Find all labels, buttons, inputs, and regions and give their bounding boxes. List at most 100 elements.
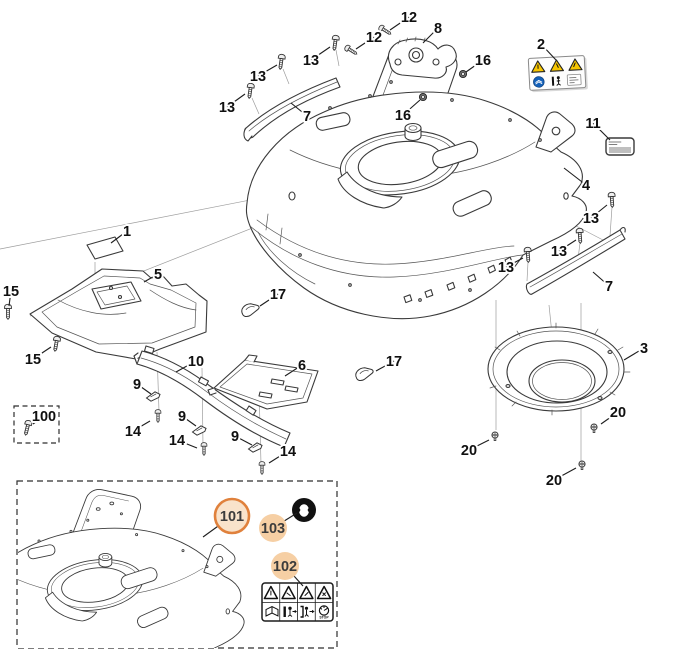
part-callout-17[interactable]: 17 [384, 352, 404, 372]
part-callout-13[interactable]: 13 [248, 67, 268, 87]
highlight-callout-101[interactable]: 101 [202, 497, 251, 538]
leader-line [422, 27, 439, 44]
part-callout-20[interactable]: 20 [459, 441, 479, 461]
highlight-circle[interactable] [213, 497, 251, 535]
leader-line [32, 346, 52, 360]
leader-line [32, 415, 45, 425]
part-callout-14[interactable]: 14 [167, 431, 187, 451]
leader-line [181, 415, 197, 427]
read-manual-icon [265, 605, 279, 617]
part-callout-12[interactable]: 12 [399, 8, 419, 28]
part-callout-13[interactable]: 13 [217, 98, 237, 118]
inset-safety-decal-102: STOP [261, 582, 334, 622]
part-callout-11[interactable]: 11 [583, 114, 602, 134]
cable-bracket-part-8 [388, 36, 457, 79]
part-callout-15[interactable]: 15 [1, 282, 21, 302]
ring-cover-part-3 [487, 322, 631, 416]
variant-housing-part-101 [18, 489, 245, 648]
leader-line [553, 467, 577, 481]
highlight-label-101[interactable]: 101 [220, 509, 244, 525]
trim-strip-part-7-right [525, 227, 626, 295]
part-callout-13[interactable]: 13 [496, 258, 516, 278]
leader-line [590, 204, 608, 219]
highlight-circle[interactable] [259, 514, 287, 542]
leader-line [284, 364, 303, 377]
leader-line [259, 293, 279, 307]
part-callout-10[interactable]: 10 [186, 352, 206, 372]
leader-line [132, 420, 151, 432]
highlight-callout-102[interactable]: 102 [271, 552, 304, 587]
variant-inset: STOP [16, 480, 338, 649]
part-callout-20[interactable]: 20 [608, 403, 628, 423]
part-callout-9[interactable]: 9 [131, 375, 143, 395]
leader-line [310, 46, 331, 61]
leader-line [623, 347, 645, 361]
leader-line [592, 122, 611, 141]
cover-plate-part-6 [207, 354, 319, 410]
part-callout-3[interactable]: 3 [638, 339, 650, 359]
leader-line [600, 411, 619, 425]
warning-triangle-icons [263, 585, 332, 600]
leader-line [355, 36, 375, 50]
part-callout-4[interactable]: 4 [580, 176, 592, 196]
leader-line [389, 16, 410, 31]
model-plate-part-11 [605, 137, 635, 156]
blade-runon-time-icon [566, 73, 582, 86]
part-callout-12[interactable]: 12 [364, 28, 384, 48]
leader-line [468, 439, 490, 451]
part-callout-7[interactable]: 7 [603, 277, 615, 297]
part-callout-1[interactable]: 1 [121, 222, 133, 242]
part-callout-13[interactable]: 13 [549, 242, 569, 262]
part-callout-8[interactable]: 8 [432, 19, 444, 39]
highlight-label-102[interactable]: 102 [273, 559, 297, 575]
part-callout-20[interactable]: 20 [544, 471, 564, 491]
leader-line [226, 93, 246, 108]
leader-line [8, 290, 12, 307]
remove-key-icon [283, 606, 298, 617]
part-callout-6[interactable]: 6 [296, 356, 308, 376]
leader-line [558, 239, 577, 252]
keep-away-ejection-icon [300, 605, 315, 618]
part-callout-5[interactable]: 5 [152, 265, 164, 285]
part-callout-14[interactable]: 14 [123, 422, 143, 442]
part-callout-13[interactable]: 13 [581, 209, 601, 229]
optional-screw-box-part-100 [13, 405, 60, 444]
safety-decal-part-2 [527, 55, 588, 93]
stop-dial-icon: STOP [318, 605, 329, 620]
callout-layer: 12 12 8 2 13 16 13 13 7 16 11 4 13 1 13 13 5 7 15 17 3 15 10 17… [1, 8, 650, 587]
read-manual-mandatory-icon [533, 76, 545, 88]
rear-cover-part-5 [29, 268, 208, 360]
highlight-circle[interactable] [271, 552, 299, 580]
leader-line [505, 257, 524, 268]
part-callout-9[interactable]: 9 [229, 427, 241, 447]
highlight-callout-103[interactable]: 103 [259, 512, 298, 542]
part-callout-16[interactable]: 16 [393, 106, 413, 126]
highlight-label-103[interactable]: 103 [261, 521, 285, 537]
leader-line [268, 450, 289, 464]
leader-line [143, 273, 159, 283]
part-callout-100[interactable]: 100 [30, 407, 58, 427]
leader-line [540, 43, 557, 61]
stop-text: STOP [319, 616, 329, 620]
leader-line [290, 102, 308, 117]
part-callout-16[interactable]: 16 [473, 51, 493, 71]
part-callout-7[interactable]: 7 [301, 107, 313, 127]
leader-line [375, 360, 395, 372]
trim-strip-part-7-left [243, 77, 341, 142]
part-callout-2[interactable]: 2 [535, 35, 547, 55]
leader-line [175, 360, 197, 373]
part-callout-14[interactable]: 14 [278, 442, 298, 462]
part-callout-17[interactable]: 17 [268, 285, 288, 305]
leader-line [402, 99, 421, 116]
part-callout-13[interactable]: 13 [301, 51, 321, 71]
blank-label-part-1 [86, 236, 124, 260]
part-callout-15[interactable]: 15 [23, 350, 43, 370]
leader-line [234, 435, 253, 446]
leader-line [176, 439, 198, 449]
leader-line [136, 383, 152, 395]
part-callout-9[interactable]: 9 [176, 407, 188, 427]
leader-line [592, 271, 610, 287]
leader-line [465, 59, 484, 73]
